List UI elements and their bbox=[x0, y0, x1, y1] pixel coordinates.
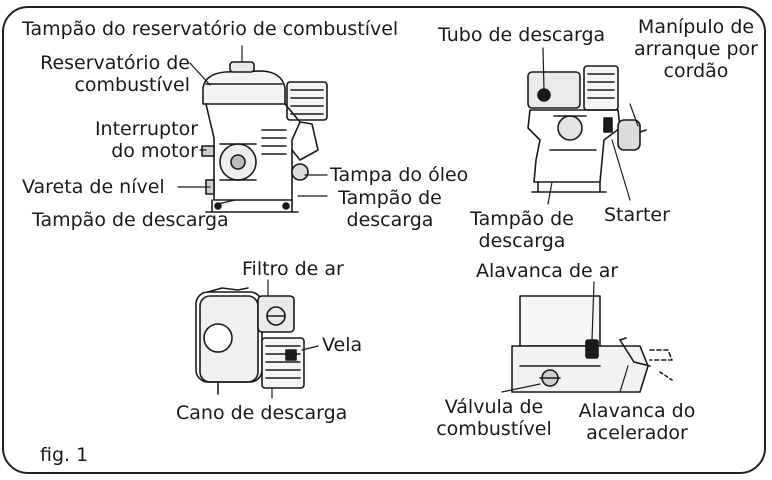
label-drain-plug-3-line-2: descarga bbox=[478, 230, 566, 252]
label-fuel-valve-line-2: combustível bbox=[436, 418, 552, 440]
label-recoil-handle-line-2: arranque por bbox=[634, 38, 758, 60]
figure-frame bbox=[2, 6, 766, 474]
label-dipstick: Vareta de nível bbox=[22, 176, 165, 198]
label-drain-plug-2-line-2: descarga bbox=[346, 209, 434, 231]
engine-front-view-leaders bbox=[543, 48, 638, 204]
label-fuel-valve: Válvula de combustível bbox=[430, 396, 558, 440]
label-drain-plug-3-line-1: Tampão de bbox=[470, 208, 574, 230]
label-engine-switch-line-1: Interruptor bbox=[94, 118, 198, 140]
label-throttle-line-1: Alavanca do bbox=[578, 400, 696, 422]
engine-end-view-drawing bbox=[196, 288, 304, 394]
label-exhaust-muffler: Cano de descarga bbox=[176, 402, 348, 424]
label-fuel-cap: Tampão do reservatório de combustível bbox=[22, 18, 399, 40]
label-recoil-handle-line-3: cordão bbox=[663, 60, 729, 82]
label-fuel-valve-line-1: Válvula de bbox=[444, 396, 544, 418]
engine-end-view-leaders bbox=[268, 280, 318, 398]
controls-detail-drawing bbox=[512, 296, 672, 392]
figure-caption: fig. 1 bbox=[40, 444, 89, 466]
label-recoil-handle-line-1: Manípulo de bbox=[637, 16, 755, 38]
label-drain-plug: Tampão de descarga bbox=[32, 209, 229, 231]
label-exhaust-pipe: Tubo de descarga bbox=[438, 24, 606, 46]
label-drain-plug-2: Tampão de descarga bbox=[330, 187, 450, 231]
label-fuel-tank-line-2: combustível bbox=[74, 74, 190, 96]
engine-side-view-drawing bbox=[202, 62, 327, 212]
engine-side-view-leaders bbox=[178, 46, 327, 204]
label-fuel-tank-line-1: Reservatório de bbox=[40, 52, 190, 74]
label-fuel-tank: Reservatório de combustível bbox=[40, 52, 190, 96]
label-choke-lever: Alavanca de ar bbox=[476, 260, 619, 282]
label-engine-switch: Interruptor do motor bbox=[70, 118, 198, 162]
label-throttle-lever: Alavanca do acelerador bbox=[572, 400, 702, 444]
label-drain-plug-2-line-1: Tampão de bbox=[338, 187, 442, 209]
label-recoil-starter-handle: Manípulo de arranque por cordão bbox=[626, 16, 766, 82]
engine-front-view-drawing bbox=[528, 66, 646, 192]
label-starter: Starter bbox=[604, 204, 670, 226]
label-drain-plug-3: Tampão de descarga bbox=[462, 208, 582, 252]
label-air-filter: Filtro de ar bbox=[242, 258, 344, 280]
label-throttle-line-2: acelerador bbox=[586, 422, 688, 444]
label-spark-plug: Vela bbox=[322, 334, 363, 356]
label-oil-cap: Tampa do óleo bbox=[330, 164, 469, 186]
controls-detail-leaders bbox=[502, 282, 628, 392]
label-engine-switch-line-2: do motor bbox=[111, 140, 198, 162]
